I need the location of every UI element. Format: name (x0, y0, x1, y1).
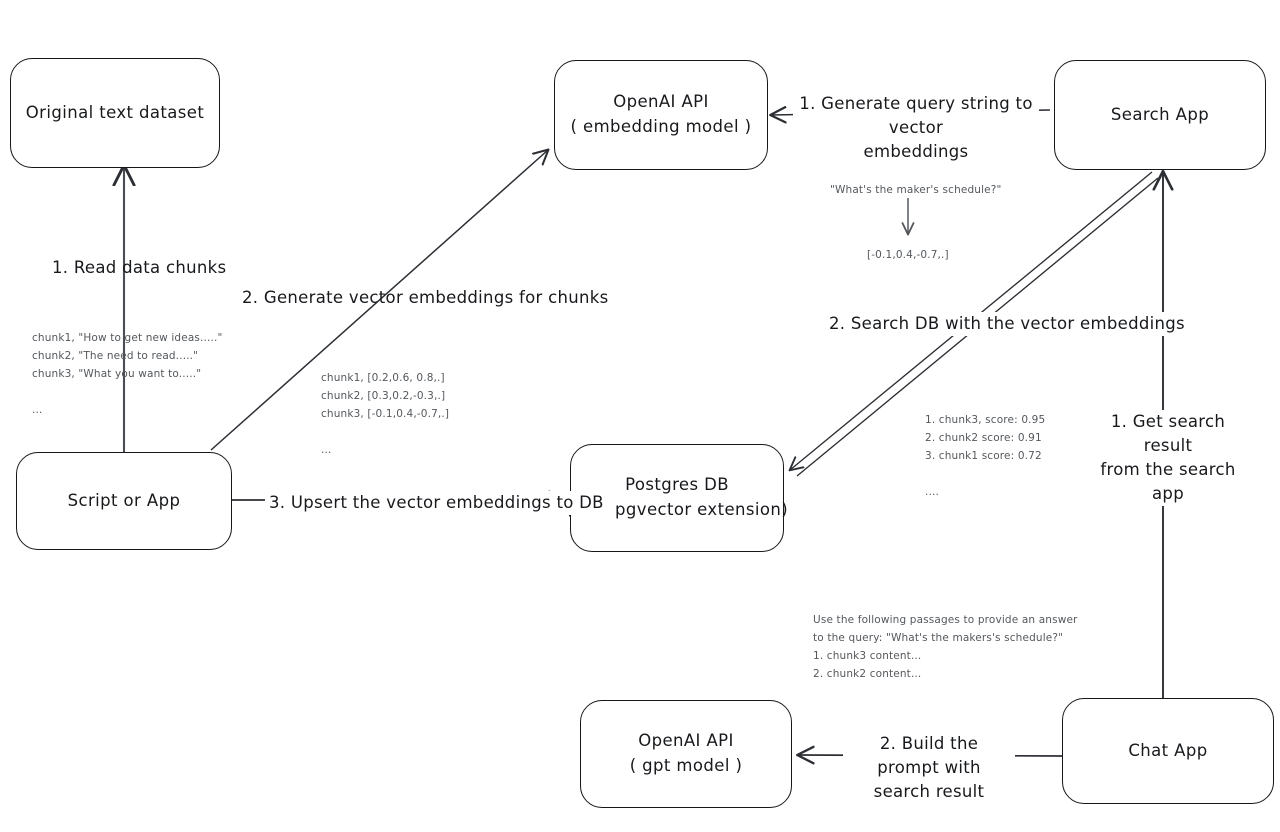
edge-label-upsert-vector-embeddings: 3. Upsert the vector embeddings to DB (265, 491, 608, 515)
node-label-line1: OpenAI API (638, 731, 734, 751)
node-label-line2: ( gpt model ) (629, 756, 743, 775)
node-search-app[interactable]: Search App (1054, 60, 1266, 170)
node-label-line2: (with pgvector extension) (565, 500, 789, 519)
node-label: Original text dataset (25, 102, 205, 122)
node-chat-app[interactable]: Chat App (1062, 698, 1274, 804)
edge-label-line1: 1. Generate query string to vector (799, 94, 1033, 137)
node-label: Search App (1110, 104, 1210, 124)
node-label: Chat App (1128, 740, 1208, 760)
edge-label-line1: 1. Get search result (1110, 412, 1226, 455)
node-label-line1: OpenAI API (613, 92, 709, 112)
node-openai-gpt-api[interactable]: OpenAI API ( gpt model ) (580, 700, 792, 808)
note-chunk-vectors: chunk1, [0.2,0.6, 0.8,.] chunk2, [0.3,0.… (321, 372, 450, 457)
edge-label-read-data-chunks: 1. Read data chunks (52, 258, 227, 277)
node-label: Script or App (67, 490, 181, 510)
edge-label-generate-vector-embeddings: 2. Generate vector embeddings for chunks (242, 288, 609, 307)
edge-label-build-prompt: 2. Build the prompt with search result (843, 732, 1015, 804)
note-raw-chunks: chunk1, "How to get new ideas....." chun… (32, 332, 223, 417)
note-query-string: "What's the maker's schedule?" (830, 184, 1002, 196)
node-script-or-app[interactable]: Script or App (16, 452, 232, 550)
note-search-results: 1. chunk3, score: 0.95 2. chunk2 score: … (925, 414, 1046, 499)
node-label-line2: ( embedding model ) (570, 117, 752, 136)
edge-label-line1: 2. Build the prompt with (877, 734, 981, 777)
edge-label-generate-query-embeddings: 1. Generate query string to vector embed… (793, 92, 1039, 164)
node-original-text-dataset[interactable]: Original text dataset (10, 58, 220, 168)
edge-label-get-search-result: 1. Get search result from the search app (1088, 410, 1248, 506)
edge-label-search-db: 2. Search DB with the vector embeddings (825, 312, 1189, 336)
node-postgres-db[interactable]: Postgres DB (with pgvector extension) (566, 444, 788, 552)
node-label-line1: Postgres DB (625, 475, 729, 495)
edge-label-line2: from the search app (1100, 459, 1236, 503)
note-prompt-text: Use the following passages to provide an… (813, 614, 1078, 681)
note-query-vector: [-0.1,0.4,-0.7,.] (867, 249, 949, 261)
node-openai-embedding-api[interactable]: OpenAI API ( embedding model ) (554, 60, 768, 170)
edge-label-line2: embeddings (863, 141, 969, 161)
edge-label-line2: search result (873, 781, 985, 801)
